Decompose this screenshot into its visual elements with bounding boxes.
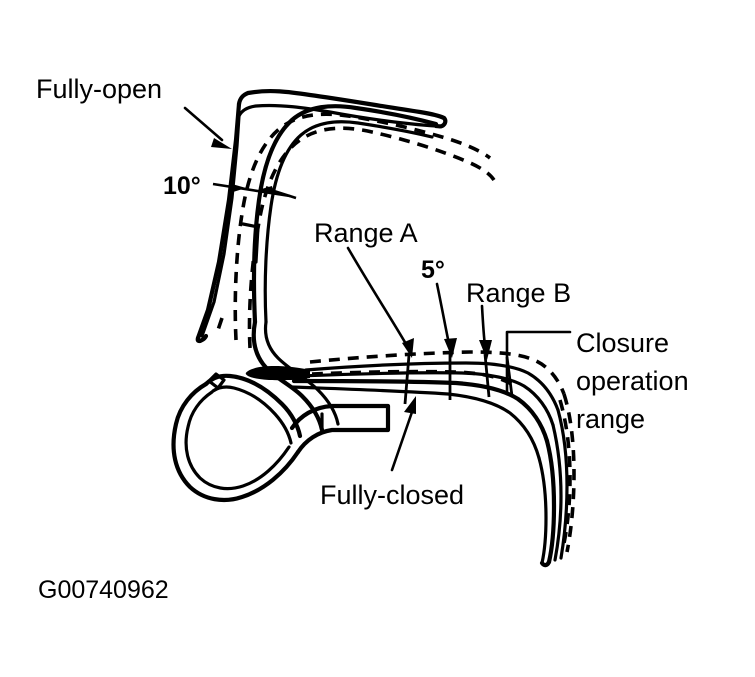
upper-arm-fully-open-solid — [195, 88, 448, 344]
leader-range-a — [346, 246, 414, 358]
upper-arm-dashed-traces — [214, 112, 496, 349]
label-fully-open: Fully-open — [36, 74, 162, 104]
label-fully-closed: Fully-closed — [320, 480, 464, 510]
horizontal-blade-assembly — [245, 350, 566, 460]
label-closure-line-3: range — [576, 404, 645, 434]
leader-fully-open — [183, 106, 232, 149]
label-range-a: Range A — [314, 218, 418, 248]
figure-id-caption: G00740962 — [38, 576, 169, 604]
right-tail-curves — [537, 393, 576, 568]
arm-notch-detail — [241, 222, 260, 264]
leader-closure-operation-range — [505, 330, 572, 396]
label-range-b: Range B — [466, 278, 571, 308]
leader-5-degrees — [435, 282, 457, 358]
leader-fully-closed — [390, 396, 416, 472]
lower-left-hook-latch — [171, 372, 391, 503]
label-closure-line-2: operation — [576, 366, 689, 396]
label-closure-line-1: Closure — [576, 328, 669, 358]
range-tick-lines — [403, 353, 514, 405]
leader-range-b — [479, 304, 492, 360]
dimension-10-degrees — [212, 182, 297, 200]
label-angle-5-degrees: 5° — [421, 256, 445, 284]
label-angle-10-degrees: 10° — [163, 172, 201, 200]
